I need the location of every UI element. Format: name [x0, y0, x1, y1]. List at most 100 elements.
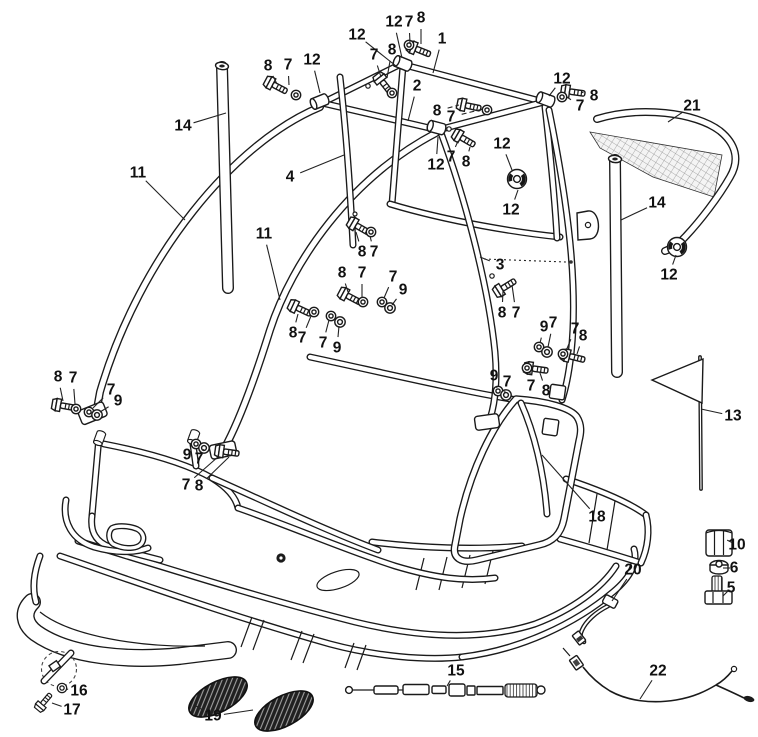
leader-line — [305, 315, 312, 329]
part-number-label: 8 — [264, 58, 273, 75]
end-caps — [92, 54, 689, 448]
part-number-label: 8 — [54, 369, 63, 386]
hardware-column — [704, 529, 733, 605]
leader-line — [51, 702, 62, 707]
rear-support-tubes — [437, 103, 600, 428]
leader-line — [99, 406, 109, 413]
part-number-label: 7 — [370, 47, 379, 64]
leader-line — [391, 298, 397, 306]
detail-circle — [32, 649, 78, 714]
bolt-5 — [704, 575, 733, 605]
leader-line — [576, 346, 581, 355]
part-number-label: 7 — [370, 244, 379, 261]
part-number-label: 18 — [588, 509, 606, 526]
part-number-label: 8 — [542, 383, 551, 400]
part-number-label: 11 — [130, 165, 147, 182]
part-number-label: 1 — [438, 31, 447, 48]
leader-line — [726, 539, 734, 544]
bolt — [455, 96, 483, 116]
leader-line — [325, 319, 330, 333]
leader-line — [355, 231, 360, 242]
washer — [308, 306, 320, 318]
part-number-label: 12 — [553, 71, 570, 88]
part-number-label: 8 — [417, 10, 426, 27]
rear-platform — [556, 475, 652, 567]
part-number-label: 8 — [289, 325, 298, 342]
washer — [70, 403, 82, 415]
bolt — [490, 274, 520, 300]
part-number-label: 14 — [174, 118, 192, 135]
part-number-label: 8 — [590, 88, 599, 105]
leader-line — [223, 709, 254, 715]
clamp-cap — [665, 235, 689, 259]
nut-6 — [709, 559, 729, 575]
part-number-label: 8 — [358, 244, 367, 261]
part-number-label: 7 — [195, 451, 204, 468]
foot-pedals — [188, 676, 314, 732]
part-number-label: 8 — [388, 42, 397, 59]
leader-line — [206, 456, 230, 479]
leader-line — [369, 235, 372, 242]
part-number-label: 8 — [195, 478, 204, 495]
part-number-label: 11 — [256, 226, 273, 243]
part-number-label: 21 — [683, 98, 701, 115]
leader-line — [461, 108, 484, 115]
part-number-label: 12 — [493, 136, 510, 153]
leader-line — [376, 65, 382, 78]
part-number-label: 7 — [527, 378, 536, 395]
part-number-label: 7 — [447, 149, 456, 166]
part-number-label: 16 — [70, 683, 88, 700]
leader-line — [700, 408, 723, 415]
part-number-label: 13 — [724, 408, 742, 425]
part-number-label: 12 — [385, 14, 402, 31]
leader-line — [383, 286, 390, 299]
brake-cable-15 — [344, 683, 546, 698]
leader-line — [539, 337, 542, 344]
leader-line — [73, 388, 76, 405]
leader-line — [672, 254, 677, 265]
part-number-label: 12 — [427, 157, 444, 174]
hidden-reference-line — [483, 258, 567, 263]
leader-line — [667, 111, 684, 123]
part-number-label: 12 — [660, 267, 677, 284]
canopy-frame — [318, 60, 564, 249]
leader-line — [548, 87, 556, 97]
leader-line — [639, 679, 653, 700]
leader-line — [446, 680, 451, 687]
part-number-label: 5 — [727, 580, 736, 597]
leader-line — [580, 91, 584, 94]
part-number-label: 9 — [114, 393, 123, 410]
part-number-label: 7 — [549, 315, 558, 332]
leader-line — [407, 96, 415, 122]
part-number-label: 7 — [405, 14, 414, 31]
leader-line — [145, 180, 186, 221]
rear-rail — [306, 353, 521, 404]
part-number-label: 8 — [498, 305, 507, 322]
part-number-label: 9 — [183, 447, 192, 464]
leader-line — [92, 397, 104, 409]
leader-line — [541, 454, 591, 510]
reference-holes — [352, 83, 573, 279]
chassis-floor — [56, 537, 639, 671]
leader-line — [272, 75, 278, 85]
leader-line — [514, 189, 519, 200]
canopy-arches — [92, 103, 440, 453]
leader-line — [295, 313, 299, 323]
part-number-label: 15 — [447, 663, 465, 680]
part-number-label: 8 — [579, 328, 588, 345]
washer — [386, 87, 398, 99]
part-number-label: 7 — [284, 57, 293, 74]
part-number-label: 12 — [348, 27, 365, 44]
part-number-label: 7 — [298, 330, 307, 347]
leader-line — [565, 338, 572, 352]
leader-line — [202, 448, 205, 452]
part-number-label: 20 — [624, 562, 641, 579]
part-number-label: 7 — [319, 335, 328, 352]
nut — [384, 302, 396, 314]
part-number-label: 10 — [728, 537, 745, 554]
safety-flag — [650, 355, 704, 491]
leader-line — [365, 41, 397, 67]
seat-frame-18 — [450, 395, 585, 565]
leader-line — [337, 325, 340, 338]
